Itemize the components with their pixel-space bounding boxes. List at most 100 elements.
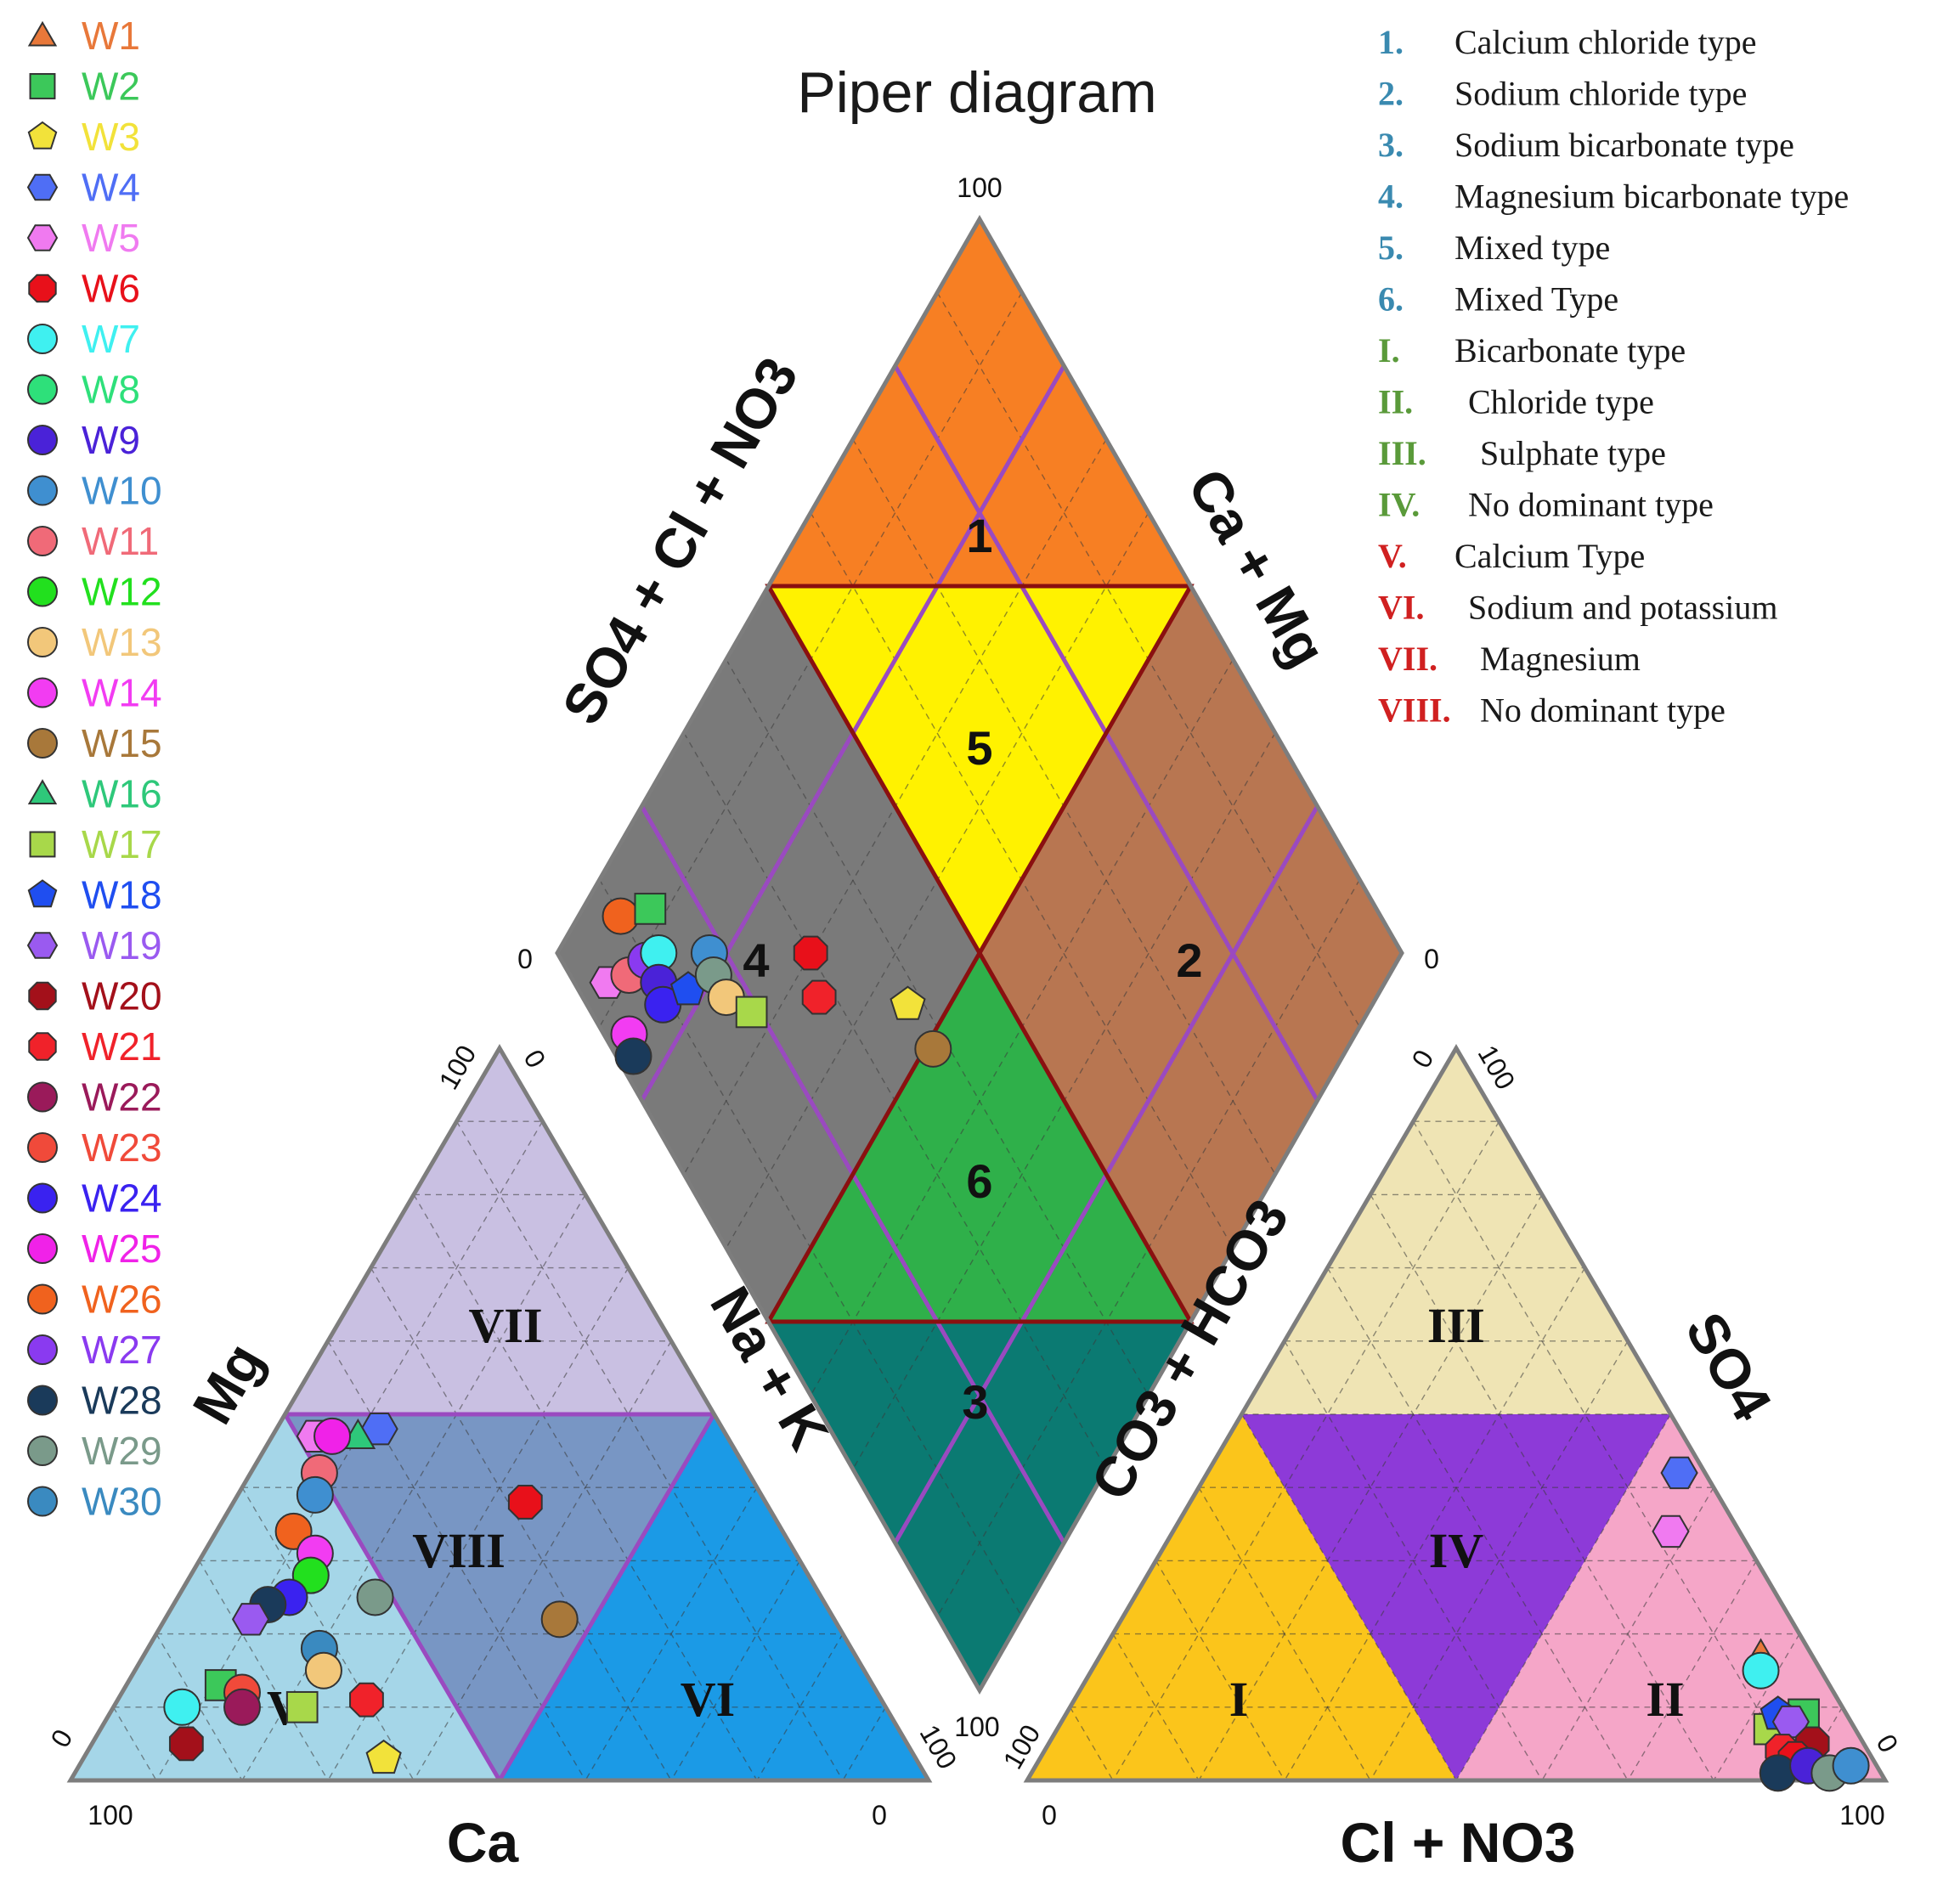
diamond-point-W3 [890,985,926,1020]
legend-label-W8: W8 [82,368,140,412]
type-legend-label: No dominant type [1468,486,1714,524]
cation-grid-line [670,1560,801,1781]
cation-point-W10 [296,1475,334,1514]
legend-marker-W8 [27,374,58,405]
region-label-2: 2 [1176,934,1202,987]
anion-triangle-outline [1023,1044,1889,1783]
region-label-VIII: VIII [412,1523,506,1578]
cation-point-W17 [285,1690,319,1723]
diamond-outline [555,214,1404,1695]
type-legend-label: Chloride type [1468,383,1654,421]
legend-label-W3: W3 [82,115,140,159]
legend-label-W15: W15 [82,721,162,765]
anion-point-W5 [1652,1515,1690,1548]
legend-marker-W16 [27,779,58,804]
tick-diamond-left: 0 [517,944,533,974]
legend-marker-W23 [27,1132,58,1163]
cation-point-W13 [304,1651,342,1689]
legend-marker-W12 [27,576,58,607]
legend-marker-W20 [28,981,57,1011]
cation-point-W20 [168,1726,204,1762]
legend-marker-W7 [27,324,58,354]
region-boundaries [66,214,1889,1783]
well-legend: W1W2W3W4W5W6W7W8W9W10W11W12W13W14W15W16W… [26,14,162,1524]
axis-label-anion-right: SO4 [1674,1302,1784,1431]
tick-cation-left-0: 0 [44,1724,78,1752]
region-VI-fill [500,1414,929,1780]
tick-anion-right-0: 0 [1870,1729,1904,1757]
legend-label-W27: W27 [82,1328,162,1372]
region-label-VI: VI [681,1672,735,1727]
anion-point-W10 [1832,1746,1870,1785]
legend-marker-W15 [27,728,58,759]
region-label-6: 6 [966,1154,992,1208]
anion-grid-line [1455,1413,1672,1781]
tick-anion-bottom-100: 100 [1839,1800,1884,1830]
diamond-point-W2 [634,893,667,925]
type-legend-number: VIII. [1378,691,1451,730]
tick-cation-bottom-0: 0 [872,1800,887,1830]
region-label-4: 4 [743,934,769,987]
type-legend-label: Sulphate type [1480,434,1666,472]
sample-points [163,893,1870,1792]
type-legend-number: 5. [1378,228,1404,267]
region-6-border [765,948,1195,1324]
legend-marker-W10 [27,475,58,506]
cation-grid-line [413,1194,758,1781]
axis-label-cation-bottom: Ca [447,1811,520,1874]
anion-grid-line [1155,1560,1285,1781]
legend-label-W6: W6 [82,267,140,311]
type-legend-number: 4. [1378,178,1404,216]
type-legend-number: VI. [1378,589,1424,627]
cation-point-W19 [231,1603,270,1636]
anion-grid-line [1240,1413,1457,1781]
region-II-fill [1456,1414,1885,1780]
cation-point-W6 [507,1485,543,1520]
type-legend-number: 6. [1378,280,1404,319]
legend-marker-W29 [27,1436,58,1466]
diamond-point-W6 [793,935,828,971]
legend-label-W10: W10 [82,469,162,513]
legend-marker-W1 [27,20,58,47]
region-label-1: 1 [966,509,992,562]
legend-marker-W11 [27,526,58,556]
legend-marker-W27 [27,1334,58,1365]
type-legend-label: Bicarbonate type [1454,331,1686,369]
legend-label-W16: W16 [82,772,162,816]
type-legend-number: 1. [1378,23,1404,61]
region-label-VII: VII [468,1298,542,1353]
legend-marker-W19 [26,932,59,959]
legend-marker-W5 [26,224,59,251]
anion-grid-line [1627,1560,1758,1781]
type-legend-number: VII. [1378,640,1438,678]
region-3-fill [768,1322,1191,1690]
cation-point-W29 [356,1578,394,1616]
legend-marker-W25 [27,1233,58,1264]
type-legend-number: III. [1378,434,1426,472]
legend-label-W4: W4 [82,166,140,210]
cation-point-W21 [349,1682,384,1718]
type-legend-number: I. [1378,331,1400,369]
region-5-border [765,584,1195,958]
legend-label-W29: W29 [82,1429,162,1473]
legend-label-W19: W19 [82,923,162,967]
type-legend-number: V. [1378,537,1407,575]
type-legend-number: IV. [1378,486,1420,524]
legend-marker-W22 [27,1081,58,1113]
legend-marker-W24 [27,1182,58,1214]
legend-label-W11: W11 [82,519,159,563]
type-legend-label: Mixed Type [1454,280,1618,319]
diagram-title: Piper diagram [797,60,1156,125]
cation-point-W7 [163,1688,201,1726]
type-legend-label: Magnesium [1480,640,1641,678]
legend-marker-W9 [27,425,58,455]
region-label-III: III [1427,1298,1485,1353]
legend-label-W30: W30 [82,1480,162,1524]
tick-diamond-top: 100 [957,172,1002,203]
cation-grid-line [455,1120,844,1781]
type-legend-label: Sodium and potassium [1468,589,1777,627]
cation-grid-line [842,1706,887,1781]
type-legend-label: Magnesium bicarbonate type [1454,178,1849,216]
axis-label-anion-bottom: Cl + NO3 [1341,1811,1576,1874]
